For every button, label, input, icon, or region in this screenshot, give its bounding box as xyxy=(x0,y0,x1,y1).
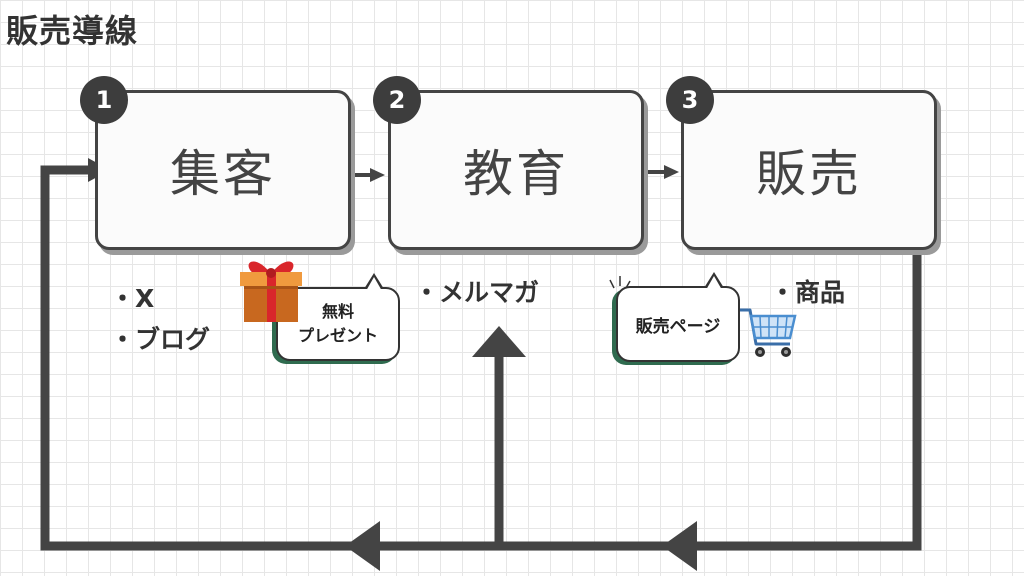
step-label: 教育 xyxy=(463,145,569,203)
list-item: X xyxy=(110,278,210,319)
gift-icon xyxy=(240,261,302,322)
page-title: 販売導線 xyxy=(6,12,139,50)
mailmag-arrowhead xyxy=(472,326,526,357)
list-item: 商品 xyxy=(770,272,845,313)
channel-list-kyouiku: メルマガ xyxy=(414,272,539,313)
step-label: 集客 xyxy=(170,145,276,203)
shopping-cart-icon xyxy=(740,308,797,357)
list-item: ブログ xyxy=(110,319,210,360)
bubble-line: 無料 xyxy=(321,302,354,321)
list-item: メルマガ xyxy=(414,272,539,313)
bubble-text: 販売ページ xyxy=(635,316,721,337)
loop-arrowhead-left xyxy=(345,521,380,571)
channel-list-shukyaku: X ブログ xyxy=(110,278,210,360)
bubble-line: プレゼント xyxy=(297,326,378,345)
step-number-badge: 2 xyxy=(373,76,421,124)
step-box-kyouiku: 2 教育 xyxy=(373,76,644,250)
sales-page-speech-bubble: 販売ページ xyxy=(616,272,740,362)
sparkle-icon xyxy=(609,276,631,289)
feedback-loop-line xyxy=(40,165,922,551)
step-number-badge: 3 xyxy=(666,76,714,124)
arrow-1-to-2-head xyxy=(370,168,385,182)
step-box-shukyaku: 1 集客 xyxy=(80,76,351,250)
channel-list-hanbai: 商品 xyxy=(770,272,845,313)
loop-arrowhead-right xyxy=(662,521,697,571)
arrow-2-to-3-head xyxy=(664,165,679,179)
step-number-badge: 1 xyxy=(80,76,128,124)
step-box-hanbai: 3 販売 xyxy=(666,76,937,250)
step-label: 販売 xyxy=(756,145,862,203)
